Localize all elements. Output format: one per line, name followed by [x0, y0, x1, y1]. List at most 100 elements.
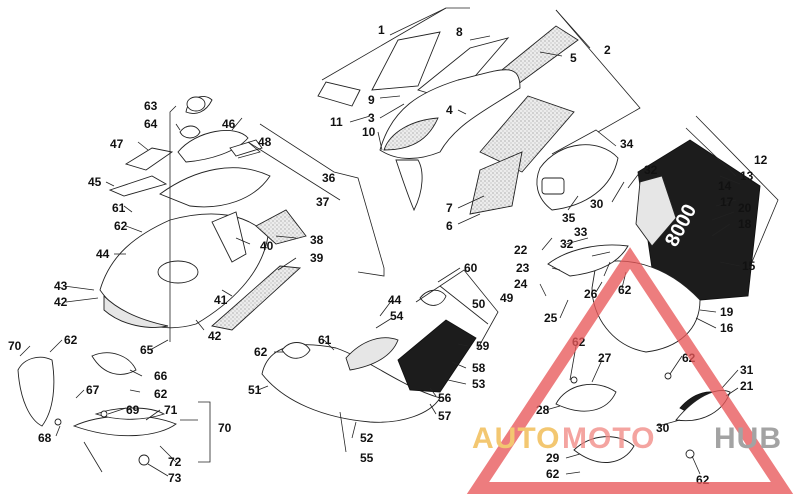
callout-52: 52 [360, 431, 374, 445]
fastener-69 [100, 410, 108, 418]
callout-4: 4 [446, 103, 453, 117]
callout-28: 28 [536, 403, 550, 417]
left-hood-trim [177, 130, 249, 163]
trim-71 [94, 407, 166, 420]
callout-44b: 44 [388, 293, 402, 307]
callout-53: 53 [472, 377, 486, 391]
left-hood-upper [159, 167, 271, 208]
callout-67: 67 [86, 383, 100, 397]
callout-10: 10 [362, 125, 376, 139]
callout-6: 6 [446, 219, 453, 233]
belly-pan-side [103, 294, 169, 328]
fastener-68 [54, 418, 62, 426]
callout-31: 31 [740, 363, 754, 377]
callout-1: 1 [378, 23, 385, 37]
callout-32b: 32 [560, 237, 574, 251]
bracket-66 [91, 352, 137, 375]
callout-55: 55 [360, 451, 374, 465]
callout-7: 7 [446, 201, 453, 215]
callout-36: 36 [322, 171, 336, 185]
callout-34: 34 [620, 137, 634, 151]
nose-piece [395, 159, 423, 212]
belly-pad-39 [211, 265, 302, 331]
left-decal-46 [229, 139, 263, 157]
left-decal-47 [124, 147, 174, 171]
callout-16: 16 [720, 321, 734, 335]
fuel-cap [186, 96, 206, 112]
trim-72 [72, 415, 177, 437]
callout-62h: 62 [546, 467, 560, 481]
left-decal-45 [108, 175, 168, 197]
side-panel-lower-decal [397, 319, 477, 393]
callout-73: 73 [168, 471, 182, 485]
callout-42a: 42 [208, 329, 222, 343]
callout-5: 5 [570, 51, 577, 65]
grille-29 [573, 436, 635, 463]
callout-24: 24 [514, 277, 528, 291]
callout-21: 21 [740, 379, 754, 393]
fuel-cap-lower [179, 125, 201, 139]
callout-29: 29 [546, 451, 560, 465]
callout-70b: 70 [218, 421, 232, 435]
callout-42b: 42 [54, 295, 68, 309]
callout-40: 40 [260, 239, 274, 253]
cowl-pad-mid [469, 151, 523, 215]
console-tray [536, 144, 619, 211]
callout-26: 26 [584, 287, 598, 301]
callout-62b: 62 [254, 345, 268, 359]
side-cover-70 [17, 356, 55, 427]
hood-front-pad [383, 117, 439, 151]
callout-62e: 62 [618, 283, 632, 297]
clip-62a [685, 449, 695, 459]
callout-37: 37 [316, 195, 330, 209]
windshield-small-decal [317, 81, 361, 107]
callout-23: 23 [516, 261, 530, 275]
callout-11: 11 [330, 115, 343, 129]
callout-49: 49 [500, 291, 514, 305]
callout-13: 13 [740, 169, 754, 183]
callout-47: 47 [110, 137, 124, 151]
callout-56: 56 [438, 391, 452, 405]
callout-12: 12 [754, 153, 768, 167]
watermark: AUTO MOTO HUB [466, 247, 794, 494]
callout-72: 72 [168, 455, 182, 469]
belly-pan-opening [157, 260, 199, 284]
callout-22: 22 [514, 243, 528, 257]
callout-30a: 30 [590, 197, 604, 211]
callout-70a: 70 [8, 339, 22, 353]
callout-17: 17 [720, 195, 734, 209]
callout-61b: 61 [318, 333, 332, 347]
callout-62c: 62 [64, 333, 78, 347]
side-panel-lower-60 [419, 289, 447, 306]
clip-27 [570, 376, 578, 384]
windshield-panel-large [371, 31, 441, 91]
callout-65: 65 [140, 343, 154, 357]
side-panel-insert [635, 175, 677, 247]
callout-25: 25 [544, 311, 558, 325]
callout-19: 19 [720, 305, 734, 319]
watermark-moto: MOTO [562, 422, 655, 455]
callout-38: 38 [310, 233, 324, 247]
center-belly-front [281, 342, 311, 359]
callout-35: 35 [562, 211, 576, 225]
callout-20: 20 [738, 201, 752, 215]
callout-44a: 44 [96, 247, 110, 261]
callout-62d: 62 [154, 387, 168, 401]
console-insert [541, 177, 565, 195]
watermark-hub: HUB [714, 422, 782, 455]
callout-54: 54 [390, 309, 404, 323]
callout-59: 59 [476, 339, 490, 353]
callout-2: 2 [604, 43, 611, 57]
callout-71: 71 [164, 403, 178, 417]
belly-pad-38 [255, 209, 307, 245]
center-belly-pan [261, 344, 441, 423]
callout-18: 18 [738, 217, 752, 231]
callout-45: 45 [88, 175, 102, 189]
callout-69: 69 [126, 403, 140, 417]
callout-3: 3 [368, 111, 375, 125]
callout-51: 51 [248, 383, 262, 397]
watermark-auto: AUTO [472, 422, 560, 455]
callout-9: 9 [368, 93, 375, 107]
